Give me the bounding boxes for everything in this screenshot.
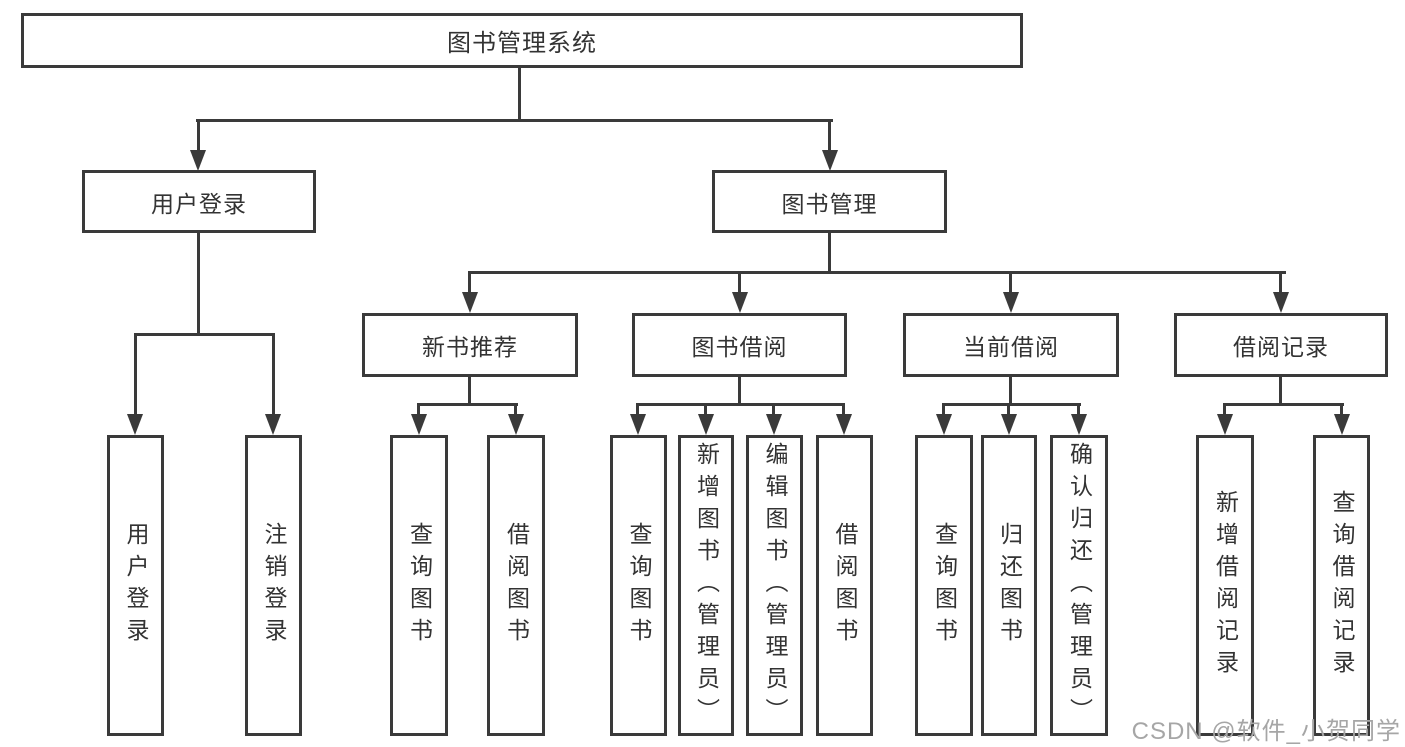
connector-line [1009, 377, 1012, 406]
node-label: 用户登录 [151, 190, 247, 217]
leaf-edit-book-admin: 编辑图书（管理员） [746, 435, 803, 736]
node-label: 归还图书 [996, 521, 1023, 650]
connector-line [468, 271, 1286, 274]
leaf-query-books-recommend: 查询图书 [390, 435, 448, 736]
connector-line [196, 119, 833, 122]
node-label: 编辑图书（管理员） [762, 441, 788, 730]
node-label: 图书借阅 [691, 334, 788, 360]
connector-line [1223, 403, 1226, 415]
connector-line [942, 403, 945, 415]
leaf-query-borrow-record: 查询借阅记录 [1313, 435, 1370, 736]
arrow-down-icon [127, 414, 143, 435]
connector-line [417, 403, 518, 406]
connector-line [1279, 377, 1282, 406]
node-label: 用户登录 [123, 521, 149, 650]
connector-line [468, 377, 471, 406]
node-current-borrowing: 当前借阅 [903, 313, 1119, 377]
connector-line [272, 333, 275, 417]
connector-line [134, 333, 275, 336]
arrow-down-icon [630, 414, 646, 435]
leaf-query-books-current: 查询图书 [915, 435, 973, 736]
connector-line [134, 333, 137, 417]
connector-line [1340, 403, 1343, 415]
connector-line [738, 271, 741, 293]
node-user-login: 用户登录 [82, 170, 316, 233]
node-label: 新书推荐 [422, 334, 518, 360]
node-label: 查询图书 [626, 521, 652, 650]
arrow-down-icon [265, 414, 281, 435]
connector-line [828, 119, 831, 153]
arrow-down-icon [190, 150, 206, 171]
connector-line [197, 119, 200, 153]
node-label: 图书管理系统 [447, 30, 597, 57]
connector-line [772, 403, 775, 415]
arrow-down-icon [1003, 292, 1019, 313]
node-label: 注销登录 [261, 521, 287, 650]
connector-line [842, 403, 845, 415]
leaf-borrow-books-recommend: 借阅图书 [487, 435, 545, 736]
connector-line [197, 233, 200, 336]
arrow-down-icon [936, 414, 952, 435]
node-borrowing-records: 借阅记录 [1174, 313, 1388, 377]
arrow-down-icon [1217, 414, 1233, 435]
connector-line [1223, 403, 1344, 406]
node-label: 借阅图书 [832, 521, 858, 650]
connector-line [1009, 271, 1012, 293]
leaf-add-book-admin: 新增图书（管理员） [678, 435, 734, 736]
node-label: 新增图书（管理员） [693, 441, 720, 730]
node-label: 借阅记录 [1233, 334, 1329, 360]
connector-line [704, 403, 707, 415]
node-label: 当前借阅 [963, 334, 1059, 360]
node-library-system: 图书管理系统 [21, 13, 1023, 68]
arrow-down-icon [698, 414, 714, 435]
arrow-down-icon [508, 414, 524, 435]
node-label: 图书管理 [781, 190, 878, 217]
connector-line [417, 403, 420, 415]
node-new-book-recommendation: 新书推荐 [362, 313, 578, 377]
node-label: 查询图书 [406, 521, 433, 650]
arrow-down-icon [1334, 414, 1350, 435]
arrow-down-icon [836, 414, 852, 435]
arrow-down-icon [411, 414, 427, 435]
connector-line [1279, 271, 1282, 293]
node-label: 确认归还（管理员） [1066, 441, 1093, 730]
node-label: 查询图书 [931, 521, 958, 650]
arrow-down-icon [766, 414, 782, 435]
connector-line [1007, 403, 1010, 415]
connector-line [738, 377, 741, 406]
arrow-down-icon [822, 150, 838, 171]
leaf-user-login: 用户登录 [107, 435, 164, 736]
node-label: 查询借阅记录 [1329, 489, 1355, 682]
leaf-confirm-return-admin: 确认归还（管理员） [1050, 435, 1108, 736]
connector-line [468, 271, 471, 293]
connector-line [1077, 403, 1080, 415]
arrow-down-icon [732, 292, 748, 313]
connector-line [518, 66, 521, 121]
leaf-query-books-borrow: 查询图书 [610, 435, 667, 736]
leaf-return-books: 归还图书 [981, 435, 1037, 736]
leaf-borrow-books: 借阅图书 [816, 435, 873, 736]
node-book-management: 图书管理 [712, 170, 947, 233]
connector-line [636, 403, 639, 415]
arrow-down-icon [462, 292, 478, 313]
connector-line [942, 403, 1081, 406]
node-book-borrowing: 图书借阅 [632, 313, 847, 377]
arrow-down-icon [1071, 414, 1087, 435]
connector-line [514, 403, 517, 415]
leaf-add-borrow-record: 新增借阅记录 [1196, 435, 1254, 736]
arrow-down-icon [1273, 292, 1289, 313]
node-label: 借阅图书 [503, 521, 530, 650]
connector-line [636, 403, 845, 406]
leaf-logout: 注销登录 [245, 435, 302, 736]
csdn-watermark: CSDN @软件_小贺同学 [1131, 718, 1401, 745]
arrow-down-icon [1001, 414, 1017, 435]
connector-line [828, 233, 831, 274]
node-label: 新增借阅记录 [1212, 489, 1239, 682]
